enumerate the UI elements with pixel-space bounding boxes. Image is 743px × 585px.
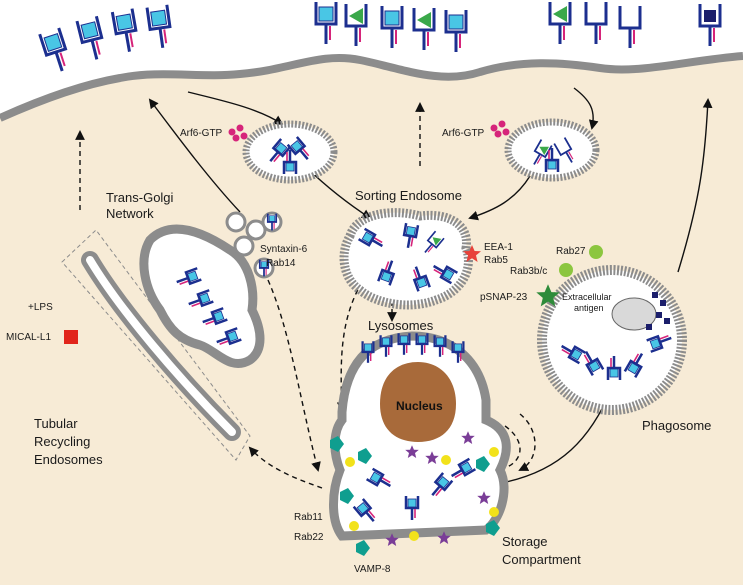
sorting-endosome (339, 208, 473, 310)
trans-golgi-label-2: Network (106, 206, 154, 221)
storage-label-1: Storage (502, 534, 548, 549)
lps-label: +LPS (28, 302, 53, 313)
plasma-membrane (0, 52, 743, 122)
rab14-label: Rab14 (266, 258, 296, 269)
tubular-recycling-endosome (61, 229, 251, 461)
rab3bc-label: Rab3b/c (510, 266, 547, 277)
tubular-label-1: Tubular (34, 416, 78, 431)
vamp8-label: VAMP-8 (354, 564, 391, 575)
antigen-label-2: antigen (574, 303, 604, 313)
nucleus-label: Nucleus (396, 399, 443, 413)
antigen-label-1: Extracellular (562, 292, 612, 302)
rab22-label: Rab22 (294, 532, 324, 543)
tubular-label-2: Recycling (34, 434, 90, 449)
rab3bc-dot-icon (559, 263, 573, 277)
tubular-label-3: Endosomes (34, 452, 103, 467)
arf6-label-right: Arf6-GTP (442, 128, 485, 139)
syntaxin6-label: Syntaxin-6 (260, 244, 308, 255)
trans-golgi-label-1: Trans-Golgi (106, 190, 174, 205)
rab27-label: Rab27 (556, 246, 586, 257)
mical-label: MICAL-L1 (6, 332, 51, 343)
arf6-vesicle-right (490, 118, 600, 182)
eea1-label: EEA-1 (484, 242, 513, 253)
rab27-dot-icon (589, 245, 603, 259)
sorting-endosome-title: Sorting Endosome (355, 188, 462, 203)
rab11-label: Rab11 (294, 512, 323, 523)
arf6-vesicle-left (228, 120, 338, 184)
storage-label-2: Compartment (502, 552, 581, 567)
storage-compartment (329, 331, 511, 541)
lysosomes-label: Lysosomes (368, 318, 434, 333)
arf6-label-left: Arf6-GTP (180, 128, 223, 139)
phagosome-label: Phagosome (642, 418, 711, 433)
trans-golgi-network (139, 211, 283, 368)
nucleus (380, 362, 456, 442)
mical-square-icon (64, 330, 78, 344)
cell-cytoplasm (0, 56, 743, 585)
rab5-label: Rab5 (484, 255, 508, 266)
psnap23-label: pSNAP-23 (480, 292, 528, 303)
storage-markers (330, 431, 500, 556)
phagosome (537, 265, 687, 415)
